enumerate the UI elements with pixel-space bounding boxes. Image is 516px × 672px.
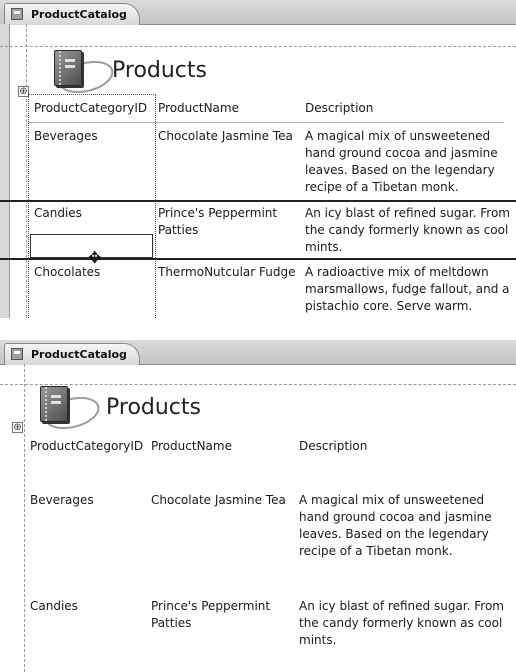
report-icon (11, 348, 23, 360)
name-line: Patties (158, 223, 199, 237)
layout-move-handle-icon[interactable]: ⊕ (12, 422, 23, 433)
cell-description: An icy blast of refined sugar. From the … (299, 598, 504, 649)
description-line: mints. (305, 240, 343, 254)
tab-label: ProductCatalog (31, 348, 127, 361)
header-divider (28, 122, 504, 123)
cell-category[interactable]: Candies (34, 206, 82, 220)
cell-product-name[interactable]: Chocolate Jasmine Tea (158, 129, 293, 143)
description-line: marsmallows, fudge fallout, and a (305, 282, 510, 296)
book-logo-icon (48, 48, 117, 99)
report-title: Products (112, 58, 207, 83)
cell-category[interactable]: Chocolates (34, 265, 101, 279)
guide-line (24, 364, 25, 672)
description-line: A magical mix of unsweetened (305, 129, 491, 143)
tab-label: ProductCatalog (31, 8, 127, 21)
layout-view-screenshot: ProductCatalog Products ⊕ ProductCategor… (0, 0, 516, 318)
description-line: hand ground cocoa and jasmine (299, 510, 492, 524)
cell-description: A magical mix of unsweetened hand ground… (299, 492, 492, 560)
description-line: A radioactive mix of meltdown (305, 265, 489, 279)
left-border (0, 24, 10, 318)
report-view-screenshot: ProductCatalog Products ⊕ ProductCategor… (0, 340, 516, 672)
description-line: pistachio core. Serve warm. (305, 299, 473, 313)
document-tab-strip: ProductCatalog (0, 340, 516, 365)
description-line: leaves. Based on the legendary (299, 527, 489, 541)
cell-description[interactable]: An icy blast of refined sugar. From the … (305, 205, 510, 256)
move-cursor-icon: ✥ (88, 248, 102, 267)
guide-line (26, 24, 27, 318)
description-line: mints. (299, 633, 337, 647)
tab-productcatalog[interactable]: ProductCatalog (4, 3, 140, 25)
cell-product-name[interactable]: Prince's Peppermint Patties (158, 205, 277, 239)
row-separator-line (0, 200, 516, 202)
guide-line (0, 46, 516, 47)
selected-column-outline (28, 94, 156, 318)
column-header-productname[interactable]: ProductName (158, 101, 239, 115)
cell-description[interactable]: A radioactive mix of meltdown marsmallow… (305, 264, 510, 315)
description-line: A magical mix of unsweetened (299, 493, 485, 507)
description-line: recipe of a Tibetan monk. (305, 180, 459, 194)
name-line: Prince's Peppermint (151, 599, 271, 613)
report-title: Products (106, 395, 201, 420)
layout-move-handle-icon[interactable]: ⊕ (18, 86, 29, 97)
row-separator-line (0, 258, 516, 260)
description-line: leaves. Based on the legendary (305, 163, 495, 177)
tab-productcatalog[interactable]: ProductCatalog (4, 343, 140, 365)
cell-category: Beverages (30, 493, 94, 507)
column-header-productname: ProductName (151, 439, 232, 453)
column-header-productcategoryid: ProductCategoryID (30, 439, 144, 453)
column-header-description: Description (299, 439, 368, 453)
column-header-productcategoryid[interactable]: ProductCategoryID (34, 101, 148, 115)
cell-category[interactable]: Beverages (34, 129, 98, 143)
description-line: the candy formerly known as cool (305, 223, 509, 237)
column-header-description[interactable]: Description (305, 101, 374, 115)
description-line: recipe of a Tibetan monk. (299, 544, 453, 558)
report-icon (11, 8, 23, 20)
name-line: Patties (151, 616, 192, 630)
description-line: hand ground cocoa and jasmine (305, 146, 498, 160)
cell-product-name: Chocolate Jasmine Tea (151, 493, 286, 507)
description-line: An icy blast of refined sugar. From (299, 599, 504, 613)
cell-description[interactable]: A magical mix of unsweetened hand ground… (305, 128, 498, 196)
name-line: Prince's Peppermint (158, 206, 278, 220)
guide-line (0, 384, 516, 385)
cell-product-name[interactable]: ThermoNutcular Fudge (158, 265, 296, 279)
cell-category: Candies (30, 599, 78, 613)
description-line: the candy formerly known as cool (299, 616, 503, 630)
document-tab-strip: ProductCatalog (0, 0, 516, 25)
cell-product-name: Prince's Peppermint Patties (151, 598, 270, 632)
book-logo-icon (34, 384, 103, 435)
description-line: An icy blast of refined sugar. From (305, 206, 510, 220)
selected-empty-cell[interactable] (30, 234, 153, 258)
